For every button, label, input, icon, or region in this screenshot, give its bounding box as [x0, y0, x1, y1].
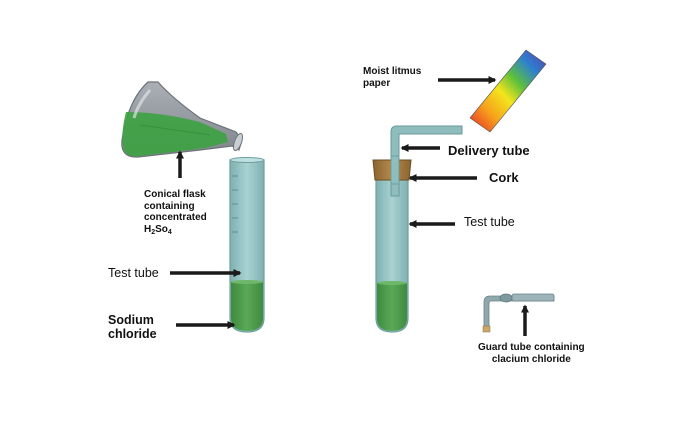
guard-tube-label: Guard tube containing clacium chloride: [478, 342, 585, 365]
right-test-tube-liquid: [377, 281, 407, 331]
conical-flask: [121, 81, 244, 158]
delivery-tube-label: Delivery tube: [448, 143, 530, 158]
cork-label: Cork: [489, 170, 519, 185]
guard-tube: [482, 293, 555, 333]
sodium-chloride-liquid: [231, 280, 263, 331]
sodium-chloride-label: Sodium chloride: [108, 313, 157, 342]
test-tube-left-label: Test tube: [108, 266, 159, 280]
delivery-tube: [390, 125, 463, 197]
litmus-label: Moist litmus paper: [363, 66, 422, 89]
test-tube-right-label: Test tube: [464, 215, 515, 229]
cork: [372, 155, 412, 185]
sulfuric-acid-formula: H2So4: [144, 223, 172, 236]
flask-label: Conical flask containing concentrated H2…: [144, 189, 207, 236]
litmus-paper: [469, 49, 547, 133]
